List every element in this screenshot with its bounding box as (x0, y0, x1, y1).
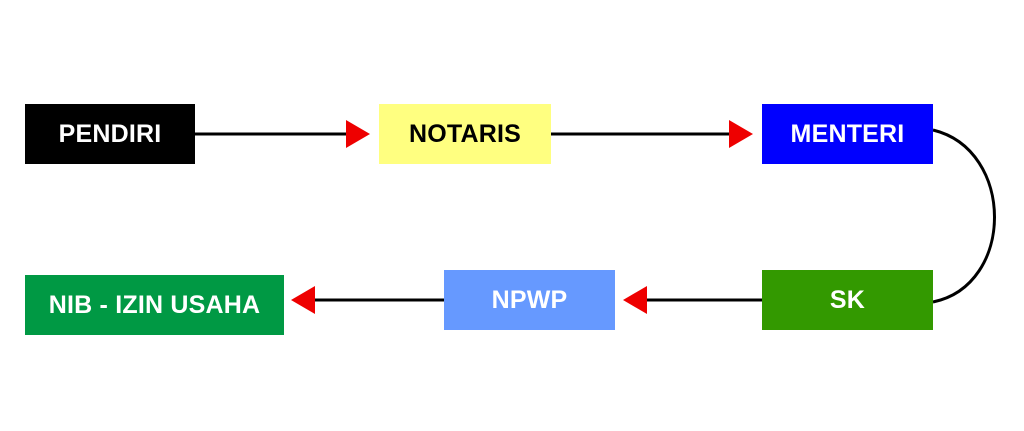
arrowhead-menteri (729, 120, 753, 148)
node-sk: SK (762, 270, 933, 330)
node-notaris: NOTARIS (379, 104, 551, 164)
arrowhead-notaris (346, 120, 370, 148)
edge-menteri-sk (932, 128, 996, 304)
node-menteri: MENTERI (762, 104, 933, 164)
node-npwp: NPWP (444, 270, 615, 330)
node-nib-izin-usaha: NIB - IZIN USAHA (25, 275, 284, 335)
arrowhead-nib (291, 286, 315, 314)
node-pendiri: PENDIRI (25, 104, 195, 164)
arrowhead-npwp (623, 286, 647, 314)
